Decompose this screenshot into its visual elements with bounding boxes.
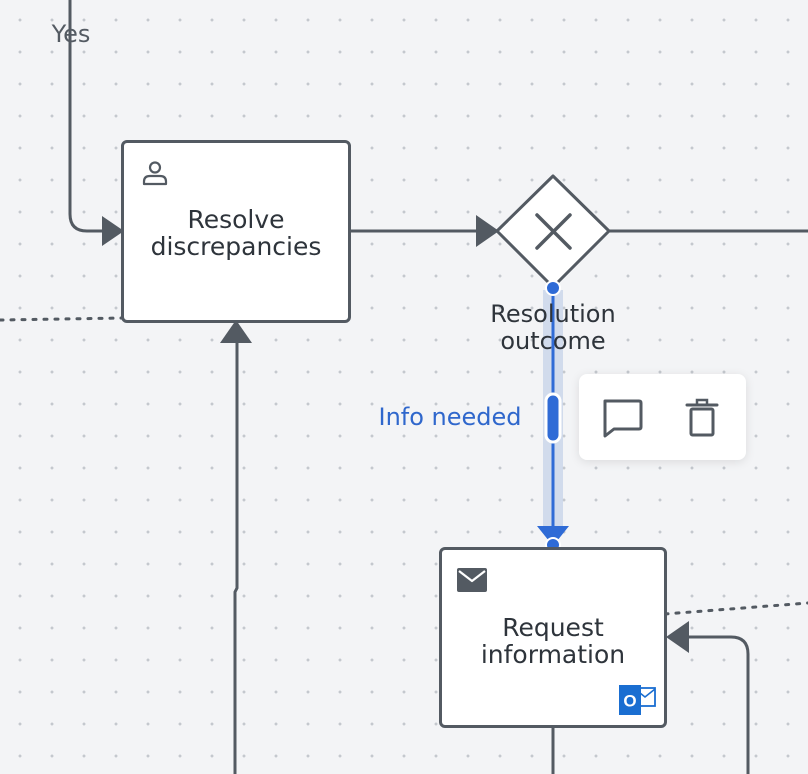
trash-icon (685, 398, 719, 437)
arrowhead-to-gateway (476, 215, 499, 247)
task-request-information[interactable]: Request information O (439, 547, 667, 728)
comment-icon (603, 399, 643, 438)
gateway-label: Resolution outcome (463, 301, 643, 355)
task-title-line: Resolve (187, 205, 285, 234)
delete-button[interactable] (679, 395, 725, 441)
flow-start-handle[interactable] (545, 280, 561, 296)
arrowhead-info-needed (537, 526, 569, 546)
exclusive-gateway[interactable] (495, 174, 611, 289)
gateway-label-line: outcome (500, 327, 606, 355)
sequence-flow-yes[interactable] (68, 0, 108, 233)
arrowhead-yes (102, 216, 124, 246)
comment-button[interactable] (599, 395, 645, 441)
arrowhead-loop (666, 621, 689, 653)
task-title-line: discrepancies (150, 232, 322, 261)
task-title-line: Request (502, 613, 604, 642)
task-title-line: information (480, 640, 626, 669)
flow-midpoint-handle[interactable] (544, 392, 562, 444)
arrowhead-up (220, 320, 252, 343)
envelope-icon (457, 568, 487, 592)
sequence-flow-loop[interactable] (686, 635, 750, 774)
outlook-icon-letter: O (623, 692, 636, 711)
user-icon (142, 161, 168, 186)
sequence-flow-up[interactable] (233, 338, 239, 774)
association-right[interactable] (663, 601, 808, 616)
context-menu (579, 374, 746, 460)
gateway-label-line: Resolution (490, 300, 616, 328)
task-title-resolve: Resolve discrepancies (124, 206, 348, 260)
flow-label-info-needed[interactable]: Info needed (378, 403, 522, 431)
association-left[interactable] (0, 316, 126, 322)
flow-label-yes: Yes (51, 20, 91, 48)
task-resolve-discrepancies[interactable]: Resolve discrepancies (121, 140, 351, 323)
outlook-icon: O (619, 685, 656, 715)
task-title-request: Request information (442, 614, 664, 668)
